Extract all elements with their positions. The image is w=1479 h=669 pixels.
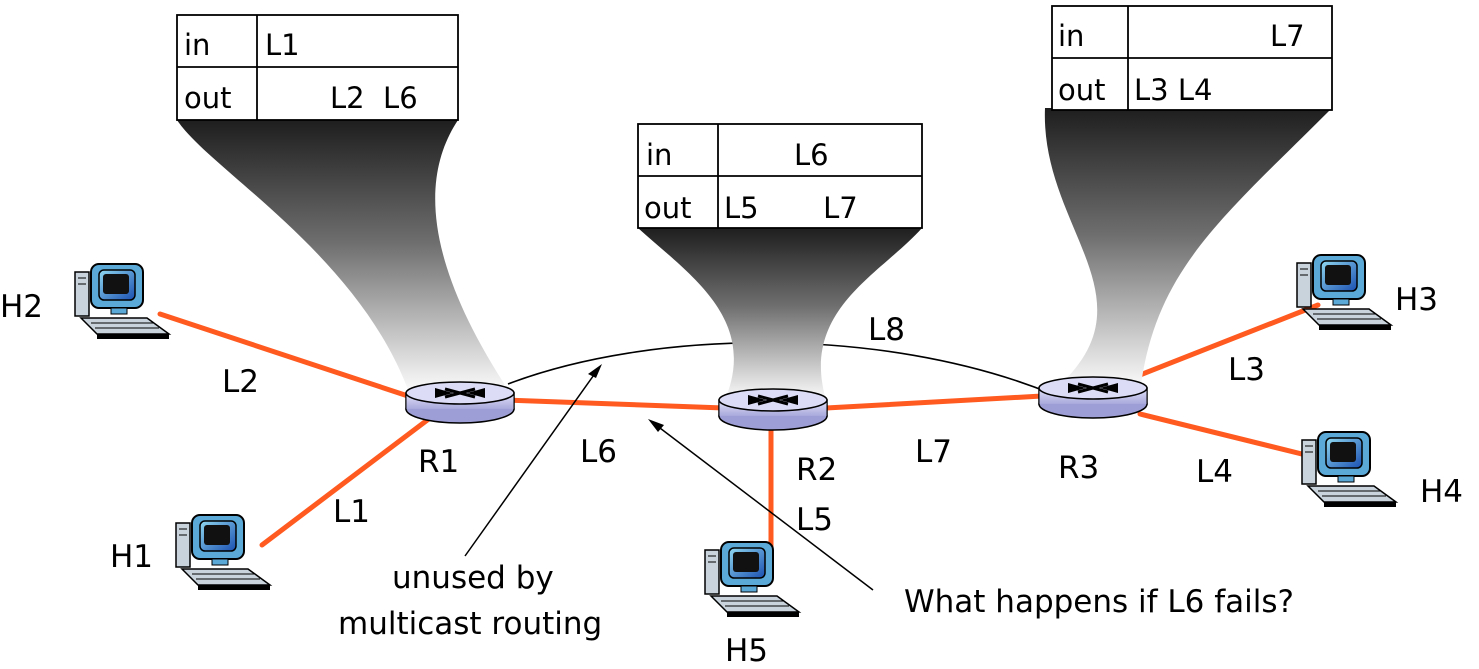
arrow-l6-fails <box>648 419 874 591</box>
link-l2 <box>157 311 417 401</box>
table-in-values: L6 <box>794 138 829 172</box>
computer-icon-h5 <box>704 541 800 618</box>
link-label-l1: L1 <box>333 494 370 530</box>
host-label-h2: H2 <box>0 289 43 325</box>
link-l1 <box>259 415 433 548</box>
link-label-l5: L5 <box>796 502 833 538</box>
computer-icon-h2 <box>74 263 170 340</box>
link-l6 <box>503 397 727 411</box>
forwarding-table-r3: in out L7 L3 L4 <box>1051 5 1333 111</box>
link-label-l6: L6 <box>580 434 617 470</box>
host-label-h1: H1 <box>110 539 153 575</box>
computer-icon-h1 <box>175 514 271 591</box>
host-label-h5: H5 <box>725 633 768 669</box>
table-out-values: L2 L6 <box>330 81 418 115</box>
router-label-r3: R3 <box>1058 450 1099 486</box>
funnel-r3 <box>1044 108 1332 392</box>
router-label-r1: R1 <box>418 444 459 480</box>
link-label-l2: L2 <box>222 364 259 400</box>
table-in-values: L7 <box>1270 19 1305 53</box>
host-label-h4: H4 <box>1420 474 1463 510</box>
link-label-l4: L4 <box>1196 454 1233 490</box>
forwarding-table-r2: in out L6 L5 L7 <box>637 123 923 229</box>
table-out-values: L3 L4 <box>1134 73 1212 107</box>
router-r3 <box>1038 376 1148 419</box>
funnel-r1 <box>177 120 505 395</box>
annotation-question: What happens if L6 fails? <box>904 584 1294 620</box>
link-l7 <box>823 393 1045 411</box>
forwarding-table-r1: in out L1 L2 L6 <box>176 14 459 121</box>
computer-icon-h4 <box>1301 431 1397 508</box>
table-in-label: in <box>1058 19 1084 53</box>
link-l3 <box>1137 302 1321 378</box>
table-in-label: in <box>184 28 210 62</box>
annotation-unused-line1: unused by <box>392 560 554 596</box>
table-in-label: in <box>646 138 672 172</box>
computer-icon-h3 <box>1296 254 1392 331</box>
router-label-r2: R2 <box>796 452 837 488</box>
funnel-r2 <box>638 228 922 402</box>
link-label-l8: L8 <box>868 312 905 348</box>
link-l4 <box>1137 411 1317 460</box>
table-out-label: out <box>184 81 232 115</box>
table-out-label: out <box>1058 73 1106 107</box>
router-r1 <box>405 381 515 424</box>
table-in-values: L1 <box>265 28 300 62</box>
table-out-values: L5 L7 <box>724 191 858 225</box>
router-r2 <box>718 388 828 431</box>
table-out-label: out <box>644 191 692 225</box>
arrow-unused <box>464 364 602 557</box>
link-label-l7: L7 <box>915 434 952 470</box>
host-label-h3: H3 <box>1395 282 1438 318</box>
link-label-l3: L3 <box>1228 352 1265 388</box>
annotation-unused-line2: multicast routing <box>338 606 602 642</box>
